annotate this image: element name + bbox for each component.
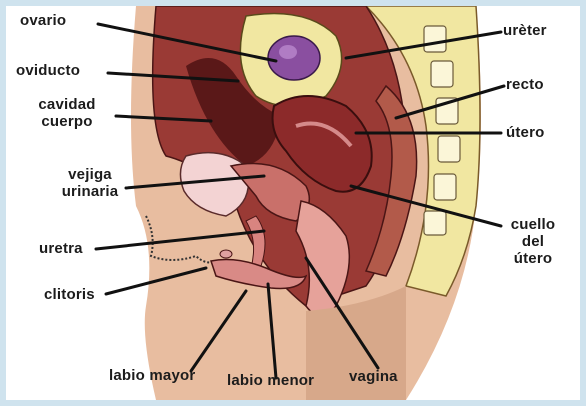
label-cuello-line3: útero — [498, 250, 568, 267]
label-cavidad-line1: cavidad — [20, 96, 114, 113]
label-cuello-line2: del — [498, 233, 568, 250]
label-cuello: cuello del útero — [498, 216, 568, 267]
label-vagina: vagina — [349, 368, 398, 385]
label-ureter: urèter — [503, 22, 547, 39]
label-cavidad-line2: cuerpo — [20, 113, 114, 130]
diagram-frame: ovario oviducto cavidad cuerpo vejiga ur… — [6, 6, 580, 400]
ovary — [268, 36, 320, 80]
label-recto: recto — [506, 76, 544, 93]
label-uretra: uretra — [39, 240, 83, 257]
clitoris — [220, 250, 232, 258]
label-vejiga-line1: vejiga — [50, 166, 130, 183]
label-cavidad: cavidad cuerpo — [20, 96, 114, 130]
label-vejiga-line2: urinaria — [50, 183, 130, 200]
label-vejiga: vejiga urinaria — [50, 166, 130, 200]
label-cuello-line1: cuello — [498, 216, 568, 233]
label-labio-mayor: labio mayor — [109, 367, 195, 384]
label-labio-menor: labio menor — [227, 372, 314, 389]
label-utero: útero — [506, 124, 545, 141]
label-oviducto: oviducto — [16, 62, 80, 79]
anatomy-illustration — [6, 6, 580, 400]
label-clitoris: clitoris — [44, 286, 95, 303]
label-ovario: ovario — [20, 12, 66, 29]
